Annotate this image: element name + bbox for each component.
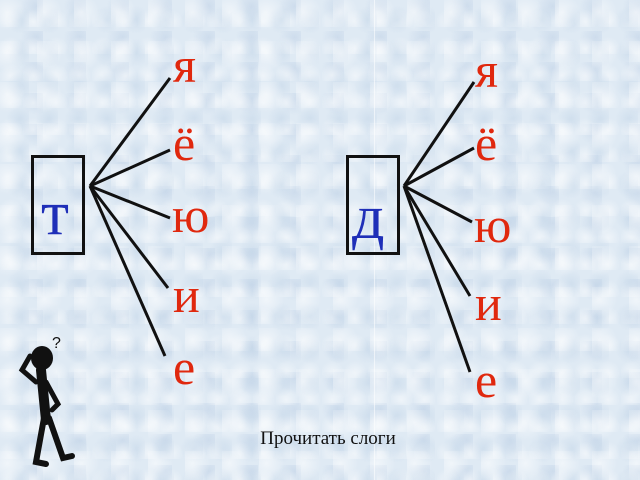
left-line-yo: [89, 148, 171, 188]
right-line-e: [402, 185, 472, 373]
background-seam: [374, 0, 375, 480]
left-line-i: [88, 185, 170, 289]
right-vowel-yu: ю: [474, 197, 512, 253]
right-consonant-box: [346, 155, 400, 255]
left-consonant-box: [31, 155, 85, 255]
right-vowel-i: и: [475, 275, 502, 331]
left-vowel-i: и: [173, 267, 200, 323]
right-vowel-ya: я: [475, 42, 498, 98]
left-consonant: т: [41, 177, 69, 248]
right-line-yo: [403, 146, 475, 188]
left-vowel-yo: ё: [173, 115, 196, 171]
right-vowel-e: е: [475, 352, 498, 408]
thinking-man-icon: ?: [18, 335, 75, 467]
left-line-yu: [89, 184, 171, 220]
left-vowel-ya: я: [173, 37, 196, 93]
question-mark: ?: [52, 335, 61, 352]
left-vowel-e: е: [173, 339, 196, 395]
left-line-e: [88, 185, 167, 357]
right-vowel-yo: ё: [475, 115, 498, 171]
right-line-i: [402, 185, 472, 297]
right-consonant: д: [352, 181, 385, 252]
left-vowel-yu: ю: [172, 187, 210, 243]
right-line-yu: [403, 184, 473, 224]
left-line-ya: [88, 77, 172, 187]
caption: Прочитать слоги: [260, 428, 396, 449]
right-line-ya: [402, 81, 476, 187]
